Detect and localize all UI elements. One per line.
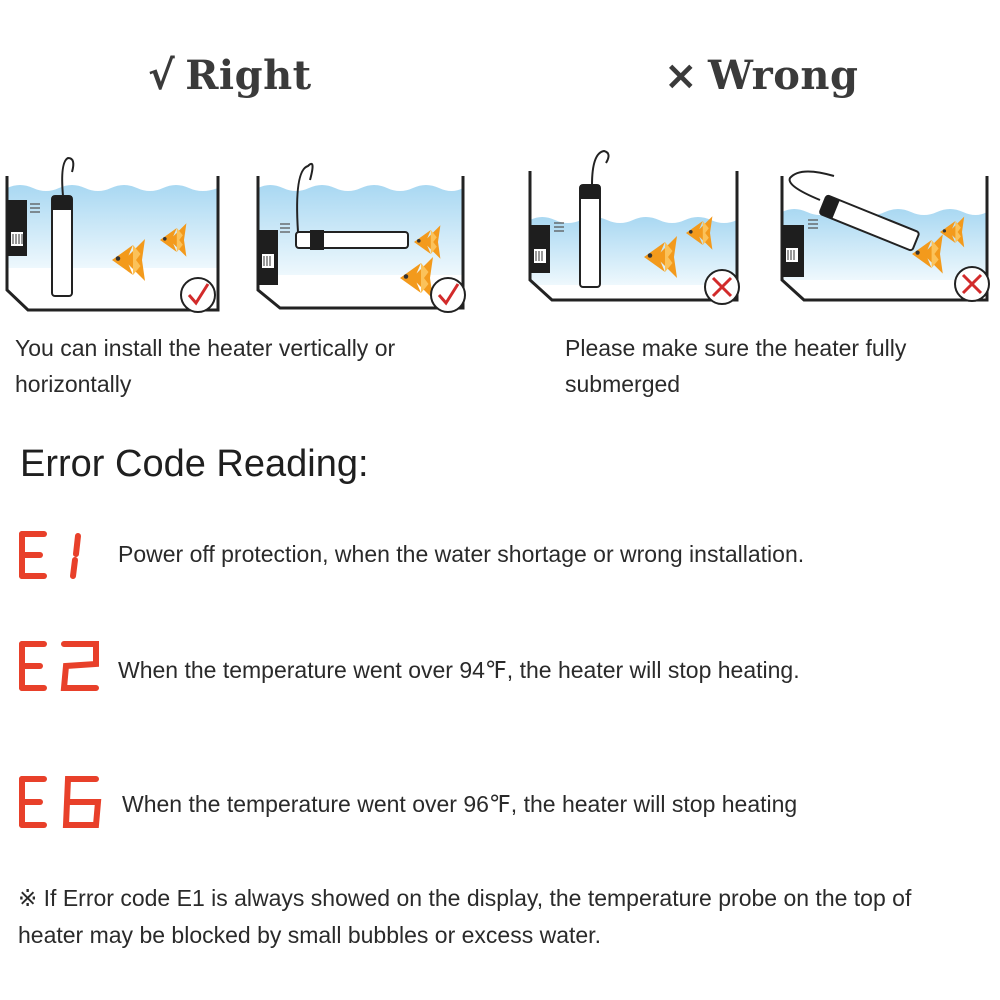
check-badge-icon	[180, 277, 216, 313]
check-badge-icon	[430, 277, 466, 313]
error-section-title: Error Code Reading:	[20, 443, 369, 485]
cross-mark-icon: ×	[664, 53, 699, 99]
wrong-caption: Please make sure the heater fully submer…	[565, 335, 907, 397]
error-e2-description: When the temperature went over 94℉, the …	[118, 657, 800, 683]
tank-tilted-wrong	[780, 170, 990, 302]
tank-vertical-wrong	[528, 149, 740, 305]
right-label: Right	[185, 52, 312, 99]
check-mark-icon: √	[148, 53, 176, 99]
right-heading: √Right	[148, 52, 312, 99]
error-e1-description: Power off protection, when the water sho…	[118, 541, 805, 567]
error-code-e6-display	[19, 776, 102, 828]
error-e6-description: When the temperature went over 96℉, the …	[122, 791, 798, 817]
cross-badge-icon	[954, 266, 990, 302]
tank-vertical-right	[5, 156, 220, 313]
error-note: ※ If Error code E1 is always showed on t…	[18, 885, 912, 948]
error-code-e2-display	[19, 641, 99, 691]
right-caption: You can install the heater vertically or…	[15, 335, 396, 397]
error-code-e1-display	[19, 531, 81, 579]
wrong-label: Wrong	[708, 52, 859, 99]
tank-horizontal-right	[256, 162, 466, 313]
cross-badge-icon	[704, 269, 740, 305]
wrong-heading: ×Wrong	[664, 52, 858, 99]
